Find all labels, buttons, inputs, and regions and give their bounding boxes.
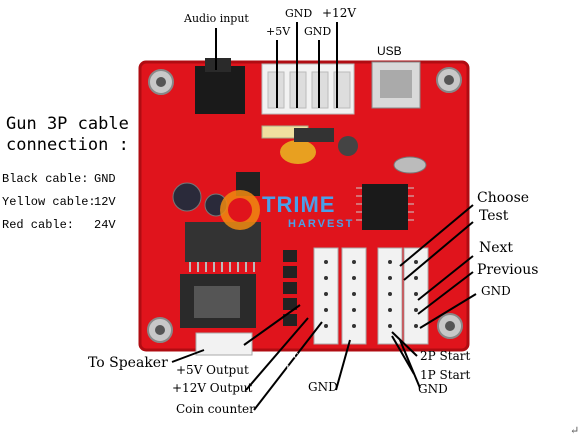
speaker-connector: [195, 332, 253, 356]
watermark-text-1: TRIME: [262, 192, 336, 217]
leader-lines: [171, 22, 477, 411]
label-choose: Choose: [477, 190, 530, 206]
label-next: Next: [479, 240, 514, 256]
label-plus5v: +5V: [266, 25, 291, 38]
gun-row-red: Red cable: 24V: [2, 218, 116, 232]
slot2-print: 2COIN SLOT: [290, 352, 333, 360]
gun-row-value: 24V: [94, 218, 116, 232]
label-coin-counter: Coin counter: [176, 402, 255, 416]
label-gnd-mid: GND: [304, 25, 332, 38]
corner-mark: ↵: [570, 424, 580, 437]
label-gnd-top: GND: [285, 7, 313, 20]
label-gnd-bottom: GND: [308, 380, 338, 394]
label-test: Test: [479, 208, 509, 224]
gun-row-label: Black cable:: [2, 172, 89, 186]
label-gnd-bottom-right: GND: [418, 382, 448, 396]
gun-cable-title: Gun 3P cable connection :: [6, 114, 129, 156]
label-1p-start: 1P Start: [420, 368, 471, 382]
watermark-logo: [220, 190, 260, 230]
mounting-holes: [147, 67, 463, 343]
label-audio-input: Audio input: [184, 12, 249, 25]
gun-title-line2: connection :: [6, 135, 129, 155]
gun-title-line1: Gun 3P cable: [6, 114, 129, 134]
amplifier-chip: [185, 222, 261, 262]
gun-row-label: Yellow cable:: [2, 195, 96, 209]
label-plus12v-output: +12V Output: [172, 381, 253, 395]
audio-jack: [195, 66, 245, 114]
gun-row-black: Black cable: GND: [2, 172, 116, 186]
label-plus5v-output: +5V Output: [176, 363, 249, 377]
label-plus12v: +12V: [322, 6, 356, 20]
label-gnd-right: GND: [481, 284, 511, 298]
gun-row-yellow: Yellow cable: 12V: [2, 195, 116, 209]
label-usb: USB: [377, 44, 402, 58]
gun-row-value: GND: [94, 172, 116, 186]
slot1-print: 1COIN SLOT: [286, 364, 329, 372]
gun-row-value: 12V: [94, 195, 116, 209]
gun-row-label: Red cable:: [2, 218, 75, 232]
label-2p-start: 2P Start: [420, 349, 471, 363]
mcu-chip: [362, 184, 408, 230]
label-previous: Previous: [477, 262, 539, 278]
label-to-speaker: To Speaker: [88, 355, 168, 371]
watermark-text-2: HARVEST: [288, 218, 355, 230]
